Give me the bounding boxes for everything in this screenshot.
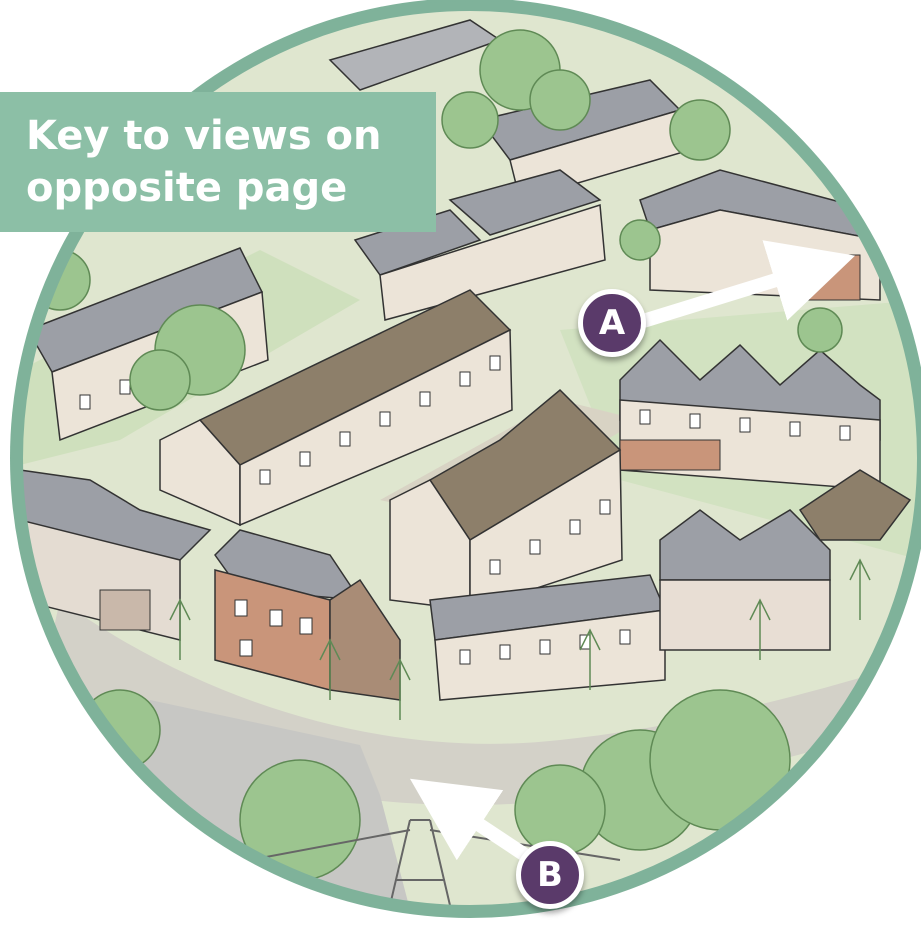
view-a-arrow (633, 240, 856, 329)
key-label-line-1: Key to views on (26, 113, 382, 159)
view-marker-b: B (516, 841, 584, 909)
frame-ring-inner (13, 1, 921, 915)
key-label-line-2: opposite page (26, 165, 348, 211)
key-label-box: Key to views on opposite page (0, 92, 436, 232)
view-b-arrow (409, 778, 535, 864)
view-marker-a: A (578, 289, 646, 357)
